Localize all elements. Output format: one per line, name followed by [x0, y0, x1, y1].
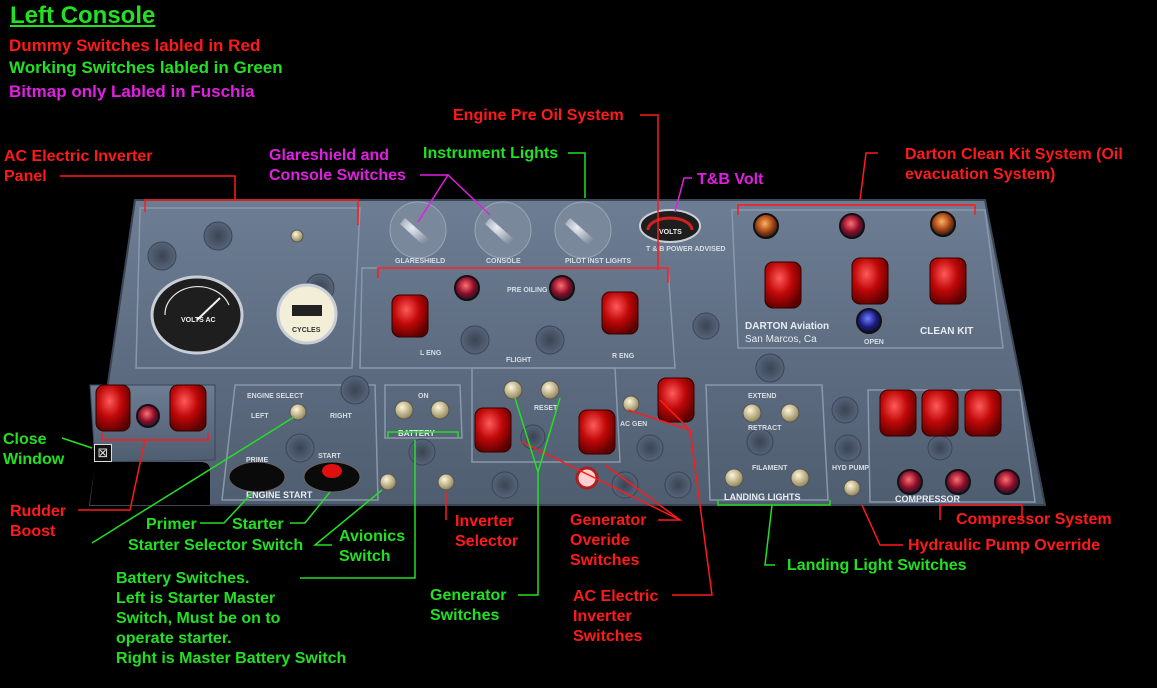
svg-text:T & B POWER ADVISED: T & B POWER ADVISED: [646, 246, 725, 253]
svg-text:GLARESHIELD: GLARESHIELD: [395, 258, 445, 265]
svg-text:RESET: RESET: [534, 405, 558, 412]
cycles-label: CYCLES: [292, 327, 321, 334]
label-compressor-system: Compressor System: [956, 511, 1112, 528]
svg-text:San Marcos, Ca: San Marcos, Ca: [745, 334, 817, 345]
svg-text:HYD PUMP: HYD PUMP: [832, 465, 869, 472]
svg-text:L ENG: L ENG: [420, 350, 442, 357]
svg-text:START: START: [318, 453, 342, 460]
svg-text:LEFT: LEFT: [251, 413, 269, 420]
label-landing-light-switches: Landing Light Switches: [787, 557, 967, 574]
svg-text:PRIME: PRIME: [246, 457, 269, 464]
label-battery-switches: Battery Switches. Left is Starter Master…: [116, 570, 347, 667]
svg-text:OPEN: OPEN: [864, 339, 884, 346]
label-hydraulic-pump-override: Hydraulic Pump Override: [908, 537, 1101, 554]
label-engine-pre-oil: Engine Pre Oil System: [453, 107, 624, 124]
svg-text:CLEAN KIT: CLEAN KIT: [920, 326, 973, 337]
svg-text:PRE OILING: PRE OILING: [507, 287, 548, 294]
svg-text:FLIGHT: FLIGHT: [506, 357, 532, 364]
svg-text:ENGINE SELECT: ENGINE SELECT: [247, 393, 304, 400]
svg-text:ENGINE START: ENGINE START: [246, 490, 313, 500]
console-knob: CONSOLE: [474, 201, 532, 265]
svg-text:VOLTS: VOLTS: [659, 229, 682, 236]
label-starter: Starter: [232, 516, 284, 533]
svg-text:ON: ON: [418, 393, 429, 400]
svg-text:FILAMENT: FILAMENT: [752, 465, 788, 472]
svg-text:LANDING LIGHTS: LANDING LIGHTS: [724, 492, 801, 502]
svg-text:BATTERY: BATTERY: [398, 429, 436, 438]
volts-ac-label: VOLTS AC: [181, 317, 216, 324]
label-instrument-lights: Instrument Lights: [423, 145, 559, 162]
legend-dummy: Dummy Switches labled in Red: [9, 36, 261, 55]
svg-text:EXTEND: EXTEND: [748, 393, 776, 400]
svg-text:R ENG: R ENG: [612, 353, 635, 360]
svg-text:RETRACT: RETRACT: [748, 425, 782, 432]
svg-text:DARTON Aviation: DARTON Aviation: [745, 321, 829, 332]
svg-text:RIGHT: RIGHT: [330, 413, 353, 420]
page-title: Left Console: [10, 2, 156, 29]
instrument-lights-knob: PILOT INST LIGHTS: [554, 201, 631, 265]
label-primer: Primer: [146, 516, 197, 533]
svg-text:AC GEN: AC GEN: [620, 421, 647, 428]
legend-bitmap: Bitmap only Labled in Fuschia: [9, 82, 255, 101]
svg-text:PILOT INST LIGHTS: PILOT INST LIGHTS: [565, 258, 631, 265]
legend-working: Working Switches labled in Green: [9, 58, 283, 77]
label-tb-volt: T&B Volt: [697, 171, 764, 188]
svg-text:COMPRESSOR: COMPRESSOR: [895, 494, 961, 504]
glareshield-knob: GLARESHIELD: [389, 201, 447, 265]
svg-text:CONSOLE: CONSOLE: [486, 258, 521, 265]
close-window-button[interactable]: ⊠: [94, 444, 112, 462]
label-starter-selector: Starter Selector Switch: [128, 537, 304, 554]
